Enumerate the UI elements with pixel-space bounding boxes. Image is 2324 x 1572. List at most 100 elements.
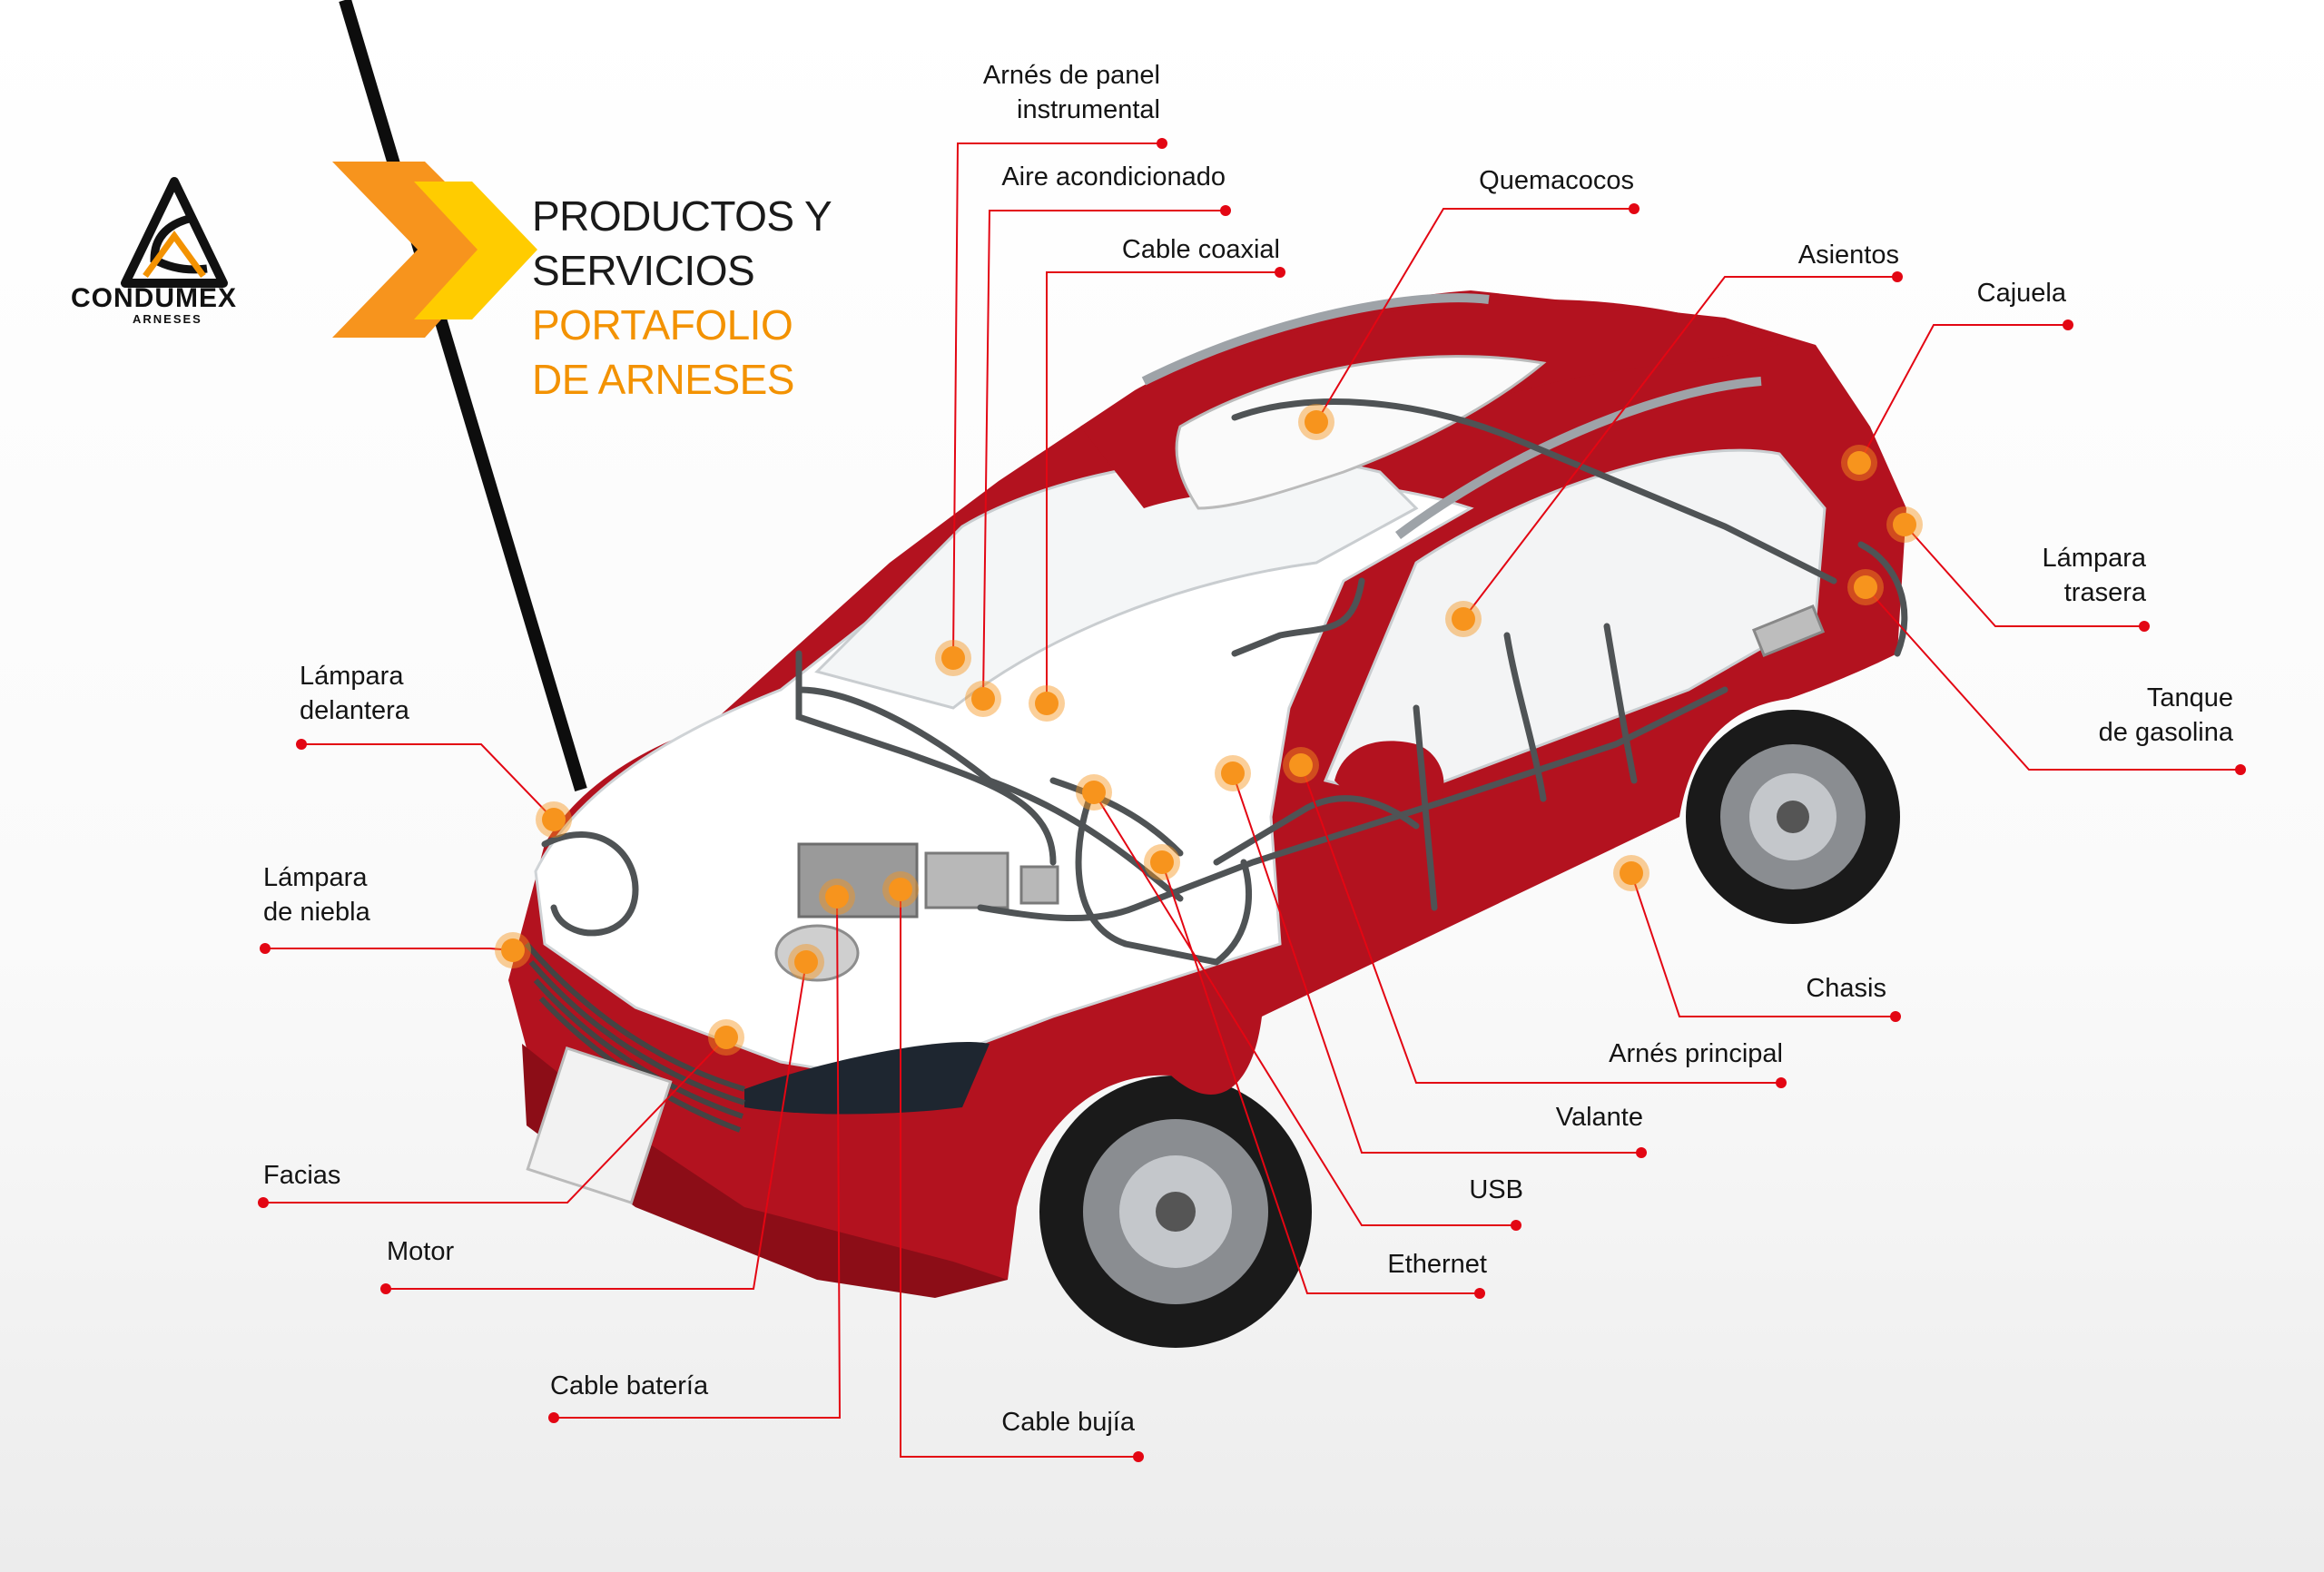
leader-lampara_trasera xyxy=(1904,524,2144,627)
leader-end-dot-tanque xyxy=(2235,764,2246,775)
marker-bujia[interactable] xyxy=(889,878,912,901)
leader-end-dot-delantera xyxy=(296,739,307,750)
leader-end-dot-ethernet xyxy=(1474,1288,1485,1299)
brand-name: CONDUMEX xyxy=(71,283,238,313)
junction-block xyxy=(1751,604,1826,657)
leader-end-dot-principal xyxy=(1776,1077,1787,1088)
title-line-1: PRODUCTOS Y xyxy=(532,192,832,240)
leader-motor xyxy=(386,961,807,1290)
label-cable-bateria: Cable batería xyxy=(550,1371,709,1400)
leader-end-dot-valante xyxy=(1636,1147,1647,1158)
front-grille xyxy=(524,942,745,1133)
marker-coaxial[interactable] xyxy=(1035,692,1059,715)
label-ethernet: Ethernet xyxy=(1387,1250,1487,1279)
leader-delantera xyxy=(301,743,555,820)
label-facias: Facias xyxy=(263,1161,341,1190)
license-plate xyxy=(526,1046,673,1205)
leader-tanque xyxy=(1865,586,2240,771)
marker-tanque[interactable] xyxy=(1854,575,1877,599)
component-markers xyxy=(495,404,1923,1056)
leader-aire xyxy=(982,210,1226,700)
marker-cajuela[interactable] xyxy=(1847,451,1871,475)
leader-chasis xyxy=(1630,872,1896,1017)
leader-end-dot-motor xyxy=(380,1283,391,1294)
leader-end-dot-bateria xyxy=(548,1412,559,1423)
leader-bateria xyxy=(554,896,842,1419)
leader-usb xyxy=(1093,791,1516,1226)
label-asientos: Asientos xyxy=(1797,241,1899,270)
chevron-front xyxy=(414,182,537,319)
title-line-3: PORTAFOLIO xyxy=(532,301,793,349)
leader-bujia xyxy=(900,889,1138,1458)
label-cable-coaxial: Cable coaxial xyxy=(1121,235,1280,264)
leader-end-dot-aire xyxy=(1220,205,1231,216)
leader-ethernet xyxy=(1161,861,1480,1294)
ecu xyxy=(1019,865,1059,905)
page-title: PRODUCTOS Y SERVICIOS PORTAFOLIO DE ARNE… xyxy=(532,189,832,407)
car-glass xyxy=(814,456,1419,710)
leader-coaxial xyxy=(1046,271,1280,703)
side-mirror xyxy=(1334,741,1444,808)
label-panel-instrumental: Arnés de panel instrumental xyxy=(982,61,1160,124)
leader-end-dot-facias xyxy=(258,1197,269,1208)
marker-facias[interactable] xyxy=(714,1026,738,1049)
marker-ethernet[interactable] xyxy=(1150,850,1174,874)
condumex-logo-icon xyxy=(121,177,228,288)
label-arnes-principal: Arnés principal xyxy=(1609,1039,1783,1068)
leader-end-dot-niebla xyxy=(260,943,271,954)
leader-end-dot-cajuela xyxy=(2063,319,2073,330)
title-line-4: DE ARNESES xyxy=(532,356,795,403)
label-quemacocos: Quemacocos xyxy=(1479,166,1634,195)
marker-chasis[interactable] xyxy=(1620,861,1643,885)
label-usb: USB xyxy=(1469,1175,1523,1204)
leader-end-dot-lampara_trasera xyxy=(2139,621,2150,632)
marker-valante[interactable] xyxy=(1221,761,1245,785)
label-lampara-niebla: Lámpara de niebla xyxy=(263,863,370,927)
brand-sub: ARNESES xyxy=(133,312,202,326)
leader-end-dot-asientos xyxy=(1892,271,1903,282)
label-tanque-gasolina: Tanque de gasolina xyxy=(2098,683,2233,747)
marker-asientos[interactable] xyxy=(1452,607,1475,631)
leader-principal xyxy=(1300,764,1781,1084)
leader-end-dot-quemacocos xyxy=(1629,203,1640,214)
label-cajuela: Cajuela xyxy=(1976,279,2066,308)
marker-motor[interactable] xyxy=(794,950,818,974)
marker-usb[interactable] xyxy=(1082,781,1106,804)
diagonal-stripe xyxy=(339,0,587,792)
label-motor: Motor xyxy=(387,1237,455,1266)
label-lampara-delantera: Lámpara delantera xyxy=(300,662,409,725)
label-aire-acondicionado: Aire acondicionado xyxy=(1001,162,1226,192)
car-side-windows xyxy=(1323,448,1827,801)
marker-lampara_trasera[interactable] xyxy=(1893,513,1916,536)
label-lampara-trasera: Lámpara trasera xyxy=(2042,544,2146,607)
leader-asientos xyxy=(1462,276,1897,620)
marker-quemacocos[interactable] xyxy=(1305,410,1328,434)
marker-principal[interactable] xyxy=(1289,753,1313,777)
title-line-2: SERVICIOS xyxy=(532,247,755,294)
leader-end-dot-coaxial xyxy=(1275,267,1285,278)
marker-bateria[interactable] xyxy=(825,885,849,909)
leader-end-dot-bujia xyxy=(1133,1451,1144,1462)
marker-aire[interactable] xyxy=(971,687,995,711)
leader-valante xyxy=(1232,772,1641,1154)
leader-niebla xyxy=(265,948,514,951)
label-chasis: Chasis xyxy=(1806,974,1886,1003)
headlight xyxy=(744,1042,990,1115)
leader-end-dot-chasis xyxy=(1890,1011,1901,1022)
leader-quemacocos xyxy=(1315,208,1634,423)
roof-rail xyxy=(1141,293,1490,386)
leader-end-dot-panel xyxy=(1157,138,1167,149)
leader-facias xyxy=(263,1037,727,1204)
marker-niebla[interactable] xyxy=(501,938,525,962)
marker-panel[interactable] xyxy=(941,646,965,670)
leader-end-dot-usb xyxy=(1511,1220,1521,1231)
marker-delantera[interactable] xyxy=(542,808,566,831)
leader-cajuela xyxy=(1858,324,2068,464)
sunroof xyxy=(1175,355,1547,510)
leader-panel xyxy=(952,142,1162,659)
label-cable-bujia: Cable bujía xyxy=(1001,1408,1135,1437)
fuse-box xyxy=(924,851,1009,909)
leader-lines xyxy=(258,138,2246,1462)
